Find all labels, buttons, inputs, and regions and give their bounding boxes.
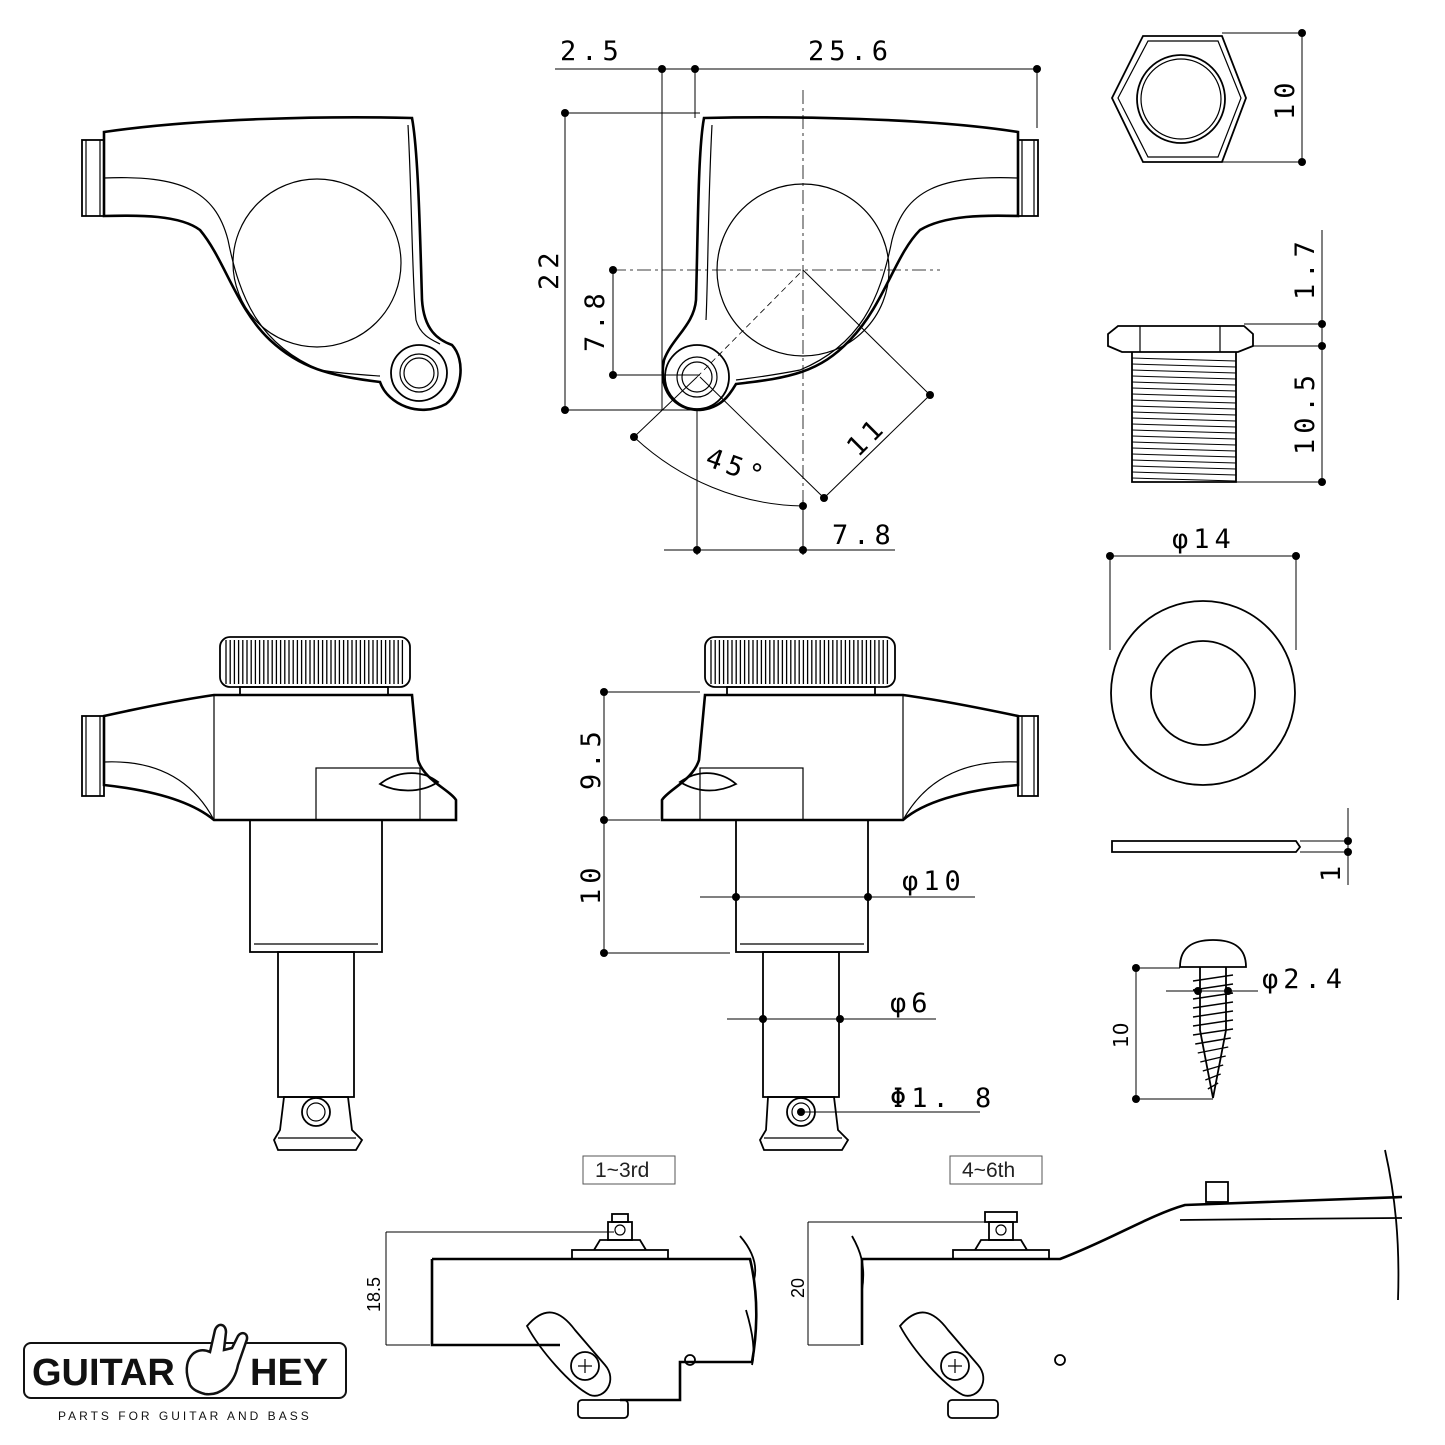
rock-hand-icon <box>185 1323 249 1396</box>
tuner-top-view-left <box>81 116 462 412</box>
hex-nut-side-view <box>1107 230 1326 486</box>
dim-diagonal: 11 <box>841 411 893 463</box>
dim-screw-diameter: φ2.4 <box>1262 964 1347 995</box>
dim-nut-flange: 1.7 <box>1290 236 1321 300</box>
brand-logo <box>23 1323 347 1399</box>
dim-install-height-b: 20 <box>788 1278 808 1298</box>
washer <box>1106 552 1352 885</box>
dim-install-height-a: 18.5 <box>364 1277 384 1312</box>
dim-top-offset: 2.5 <box>560 36 624 67</box>
install-view-1-3 <box>385 1155 758 1419</box>
dim-bottom-offset: 7.8 <box>832 520 896 551</box>
dim-post-diameter: φ6 <box>890 988 933 1019</box>
dim-hole-offset: 7.8 <box>580 288 611 352</box>
dim-nut-height: 10.5 <box>1290 370 1321 455</box>
tuner-front-view-dimensioned <box>600 636 1039 1151</box>
tuner-front-view-left <box>81 636 458 1151</box>
dim-body-height: 9.5 <box>576 726 607 790</box>
logo-tagline: PARTS FOR GUITAR AND BASS <box>58 1409 312 1423</box>
hex-nut-top-view <box>1110 29 1306 166</box>
dim-washer-diameter: φ14 <box>1172 524 1236 555</box>
dim-screw-length: 10 <box>1109 1023 1133 1048</box>
label-strings-1-3: 1~3rd <box>595 1159 649 1182</box>
wood-screw <box>1132 939 1258 1103</box>
dim-washer-thickness: 1 <box>1316 861 1347 882</box>
tuner-top-view-dimensioned <box>555 65 1041 555</box>
logo-word-right: HEY <box>250 1352 328 1394</box>
dim-housing-height: 22 <box>534 247 565 290</box>
dim-angle: 45° <box>702 442 773 493</box>
logo-word-left: GUITAR <box>32 1352 175 1394</box>
label-strings-4-6: 4~6th <box>962 1159 1015 1182</box>
install-view-4-6 <box>807 1149 1403 1419</box>
dim-bushing-diameter: φ10 <box>902 866 966 897</box>
dim-top-width: 25.6 <box>808 36 893 67</box>
dim-string-hole-diameter: Φ1. 8 <box>890 1083 996 1114</box>
dim-bushing-length: 10 <box>576 862 607 905</box>
dim-nut-width: 10 <box>1270 77 1301 120</box>
